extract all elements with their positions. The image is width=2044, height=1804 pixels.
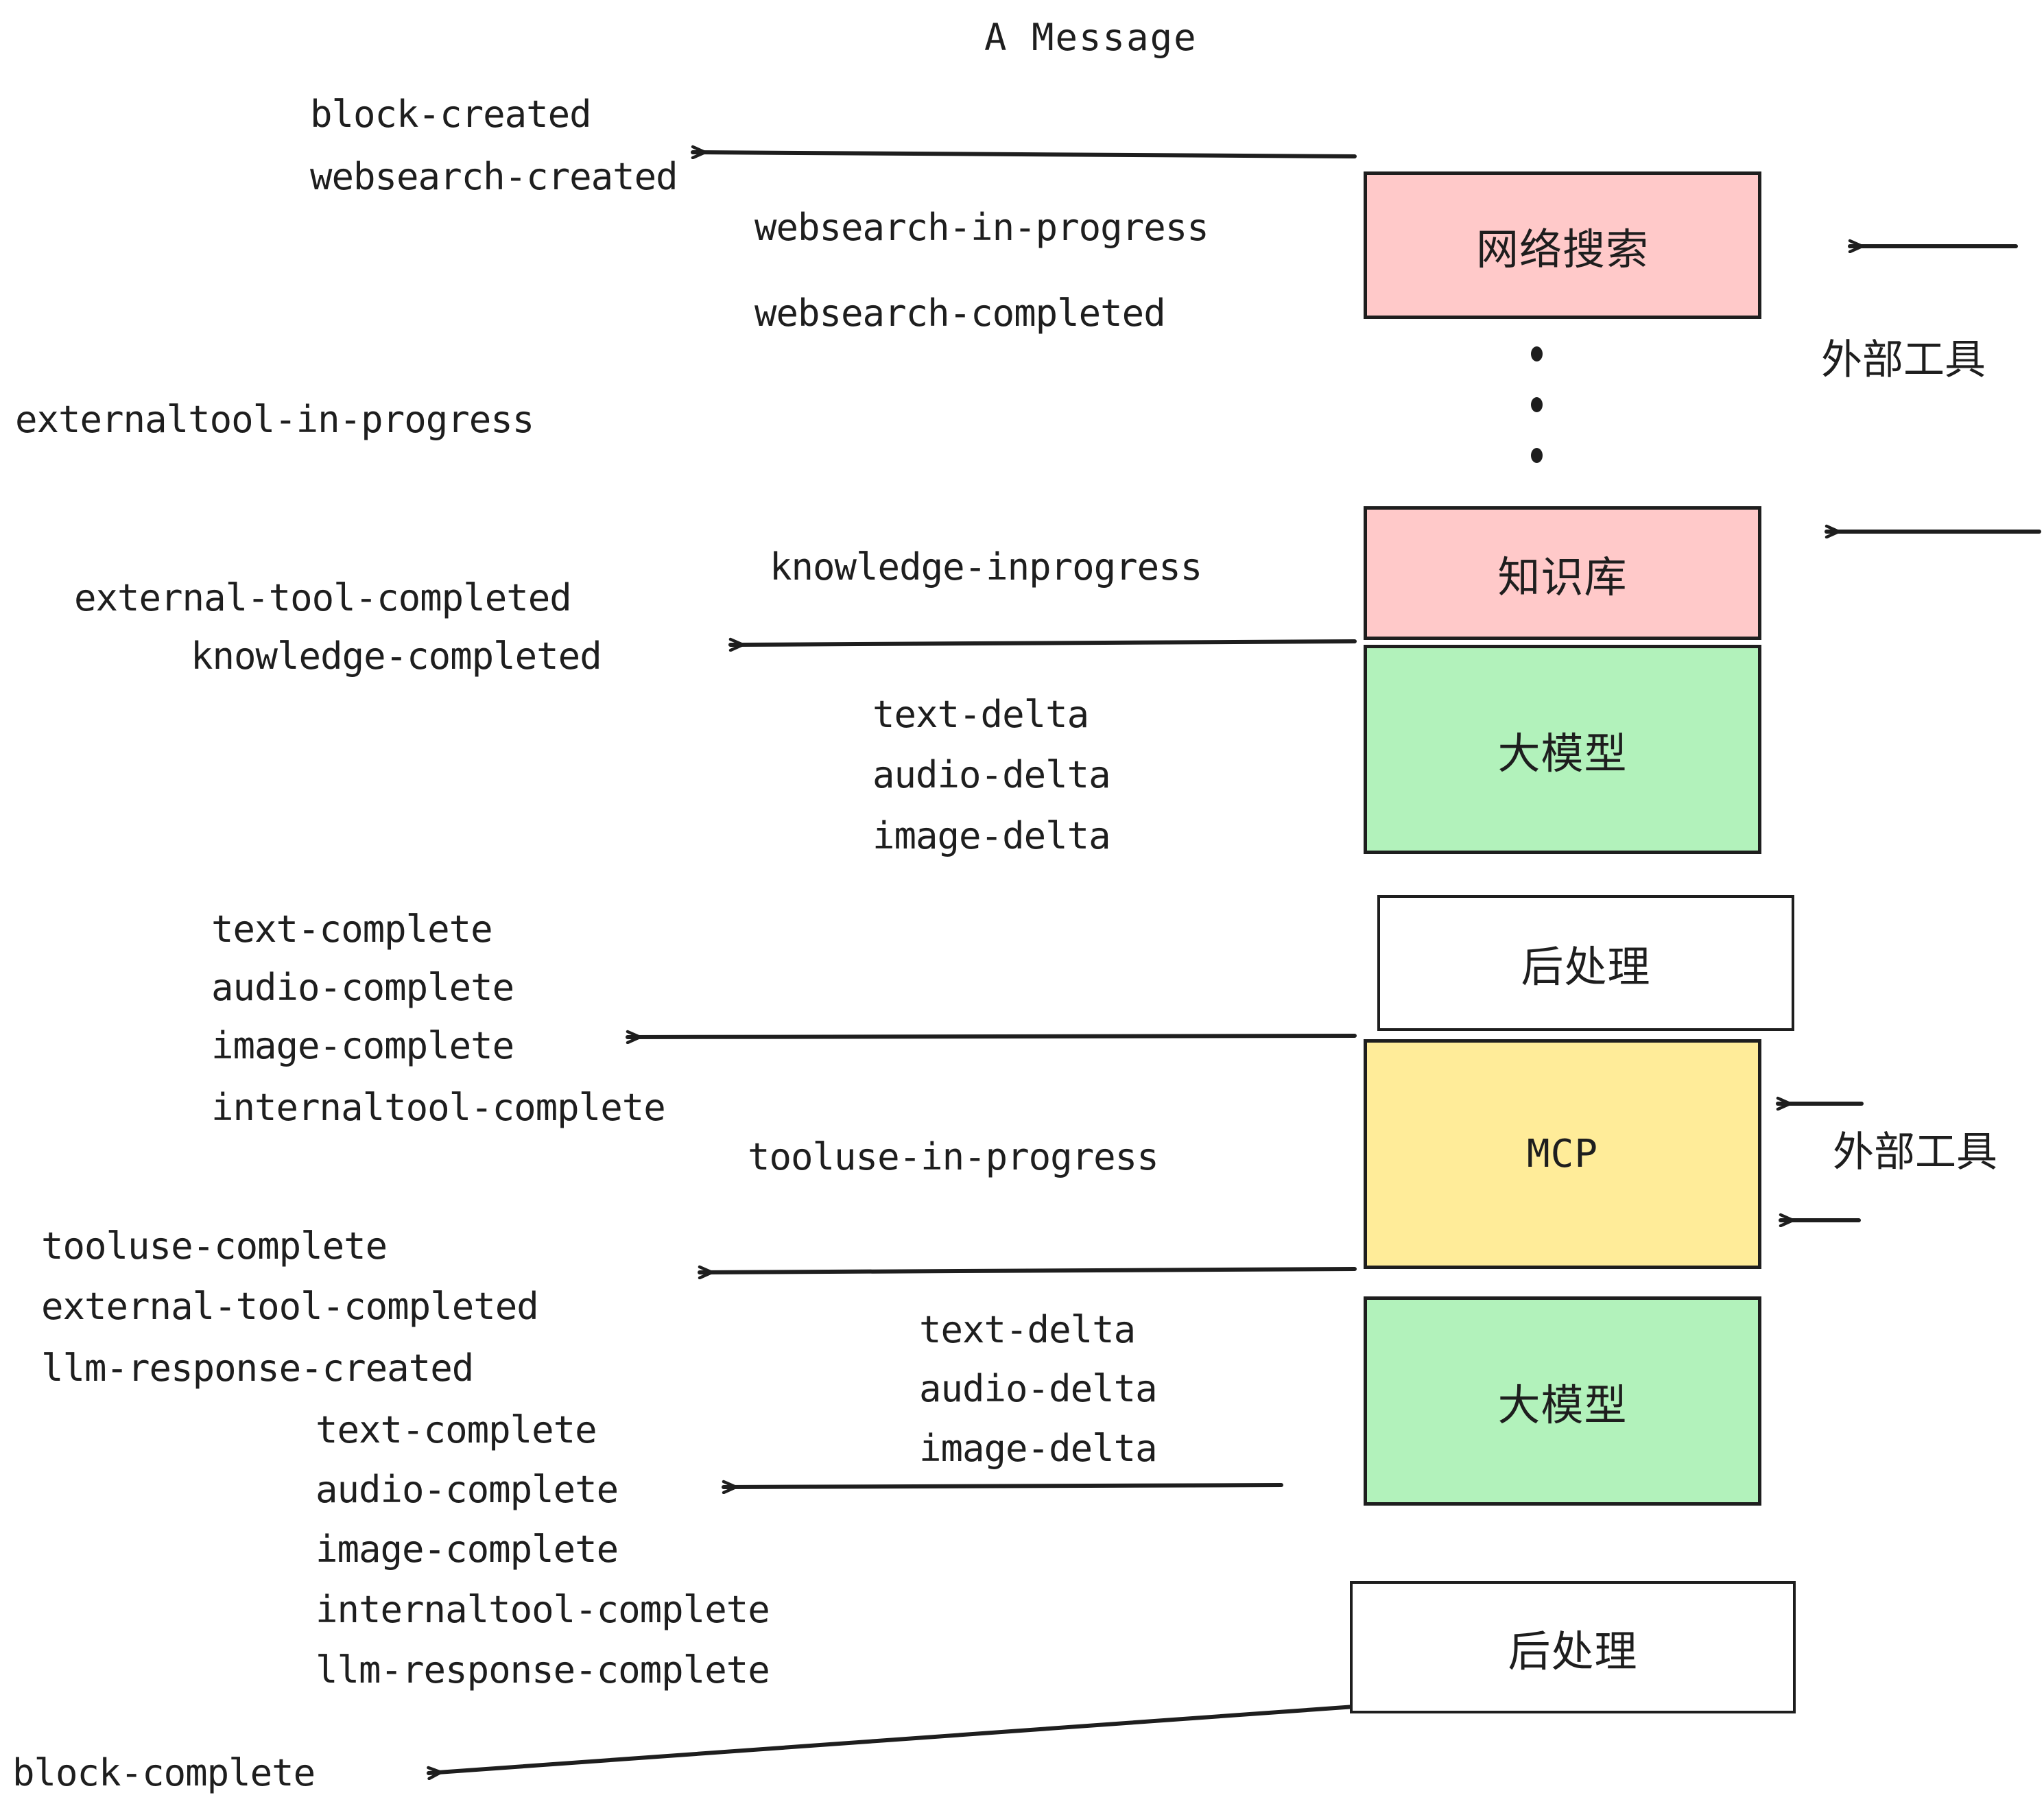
event-websearch-completed: websearch-completed: [754, 292, 1166, 335]
event-audio-complete-2: audio-complete: [316, 1468, 619, 1511]
node-postprocess-bottom[interactable]: 后处理: [1350, 1581, 1796, 1713]
event-llm-response-created: llm-response-created: [41, 1346, 474, 1390]
event-external-tool-completed-1: external-tool-completed: [74, 576, 572, 619]
event-text-delta-2: text-delta: [919, 1308, 1136, 1351]
event-internaltool-complete-1: internaltool-complete: [211, 1086, 666, 1129]
event-audio-delta-1: audio-delta: [872, 753, 1111, 796]
node-llm-top-label: 大模型: [1497, 728, 1628, 779]
annotation-external-tool-top: 外部工具: [1821, 336, 1986, 384]
event-image-delta-2: image-delta: [919, 1427, 1158, 1470]
node-llm-top[interactable]: 大模型: [1364, 645, 1761, 854]
ellipsis-dot: [1530, 397, 1543, 412]
diagram-title: A Message: [984, 16, 1198, 59]
node-llm-bottom-label: 大模型: [1497, 1379, 1628, 1430]
node-postprocess-top-label: 后处理: [1521, 942, 1651, 992]
node-postprocess-bottom-label: 后处理: [1508, 1626, 1638, 1676]
node-mcp-label: MCP: [1526, 1132, 1599, 1176]
arrow-postprocess-to-block-complete: [427, 1705, 1357, 1773]
event-websearch-in-progress: websearch-in-progress: [754, 206, 1209, 249]
node-websearch[interactable]: 网络搜索: [1364, 171, 1761, 319]
event-text-complete-1: text-complete: [211, 907, 493, 951]
arrow-mcp-to-tooluse-complete: [698, 1269, 1357, 1272]
node-knowledge-label: 知识库: [1497, 551, 1628, 602]
event-audio-complete-1: audio-complete: [211, 966, 514, 1009]
arrow-llm-to-audio-complete: [722, 1485, 1283, 1487]
event-image-delta-1: image-delta: [872, 814, 1111, 857]
event-internaltool-complete-2: internaltool-complete: [316, 1588, 770, 1631]
event-block-complete: block-complete: [12, 1751, 316, 1794]
event-llm-response-complete: llm-response-complete: [316, 1648, 770, 1692]
event-external-tool-completed-2: external-tool-completed: [41, 1285, 539, 1328]
event-knowledge-inprogress: knowledge-inprogress: [770, 545, 1202, 589]
node-mcp[interactable]: MCP: [1364, 1039, 1761, 1269]
event-externaltool-in-progress: externaltool-in-progress: [15, 398, 534, 441]
event-tooluse-complete: tooluse-complete: [41, 1224, 388, 1268]
node-llm-bottom[interactable]: 大模型: [1364, 1296, 1761, 1506]
vertical-ellipsis: [1530, 346, 1543, 463]
event-websearch-created: websearch-created: [310, 155, 678, 198]
ellipsis-dot: [1530, 346, 1543, 361]
node-websearch-label: 网络搜索: [1475, 224, 1649, 274]
node-knowledge[interactable]: 知识库: [1364, 506, 1761, 640]
arrow-knowledge-to-completed: [728, 641, 1357, 645]
event-image-complete-1: image-complete: [211, 1024, 514, 1067]
event-text-complete-2: text-complete: [316, 1408, 597, 1451]
arrow-websearch-to-block-created: [691, 152, 1357, 156]
event-knowledge-completed: knowledge-completed: [191, 634, 602, 678]
ellipsis-dot: [1530, 448, 1543, 463]
event-audio-delta-2: audio-delta: [919, 1367, 1158, 1410]
arrow-postprocess-to-image-complete: [626, 1036, 1357, 1037]
event-text-delta-1: text-delta: [872, 693, 1089, 736]
event-image-complete-2: image-complete: [316, 1528, 619, 1571]
event-tooluse-in-progress: tooluse-in-progress: [748, 1135, 1159, 1178]
node-postprocess-top[interactable]: 后处理: [1377, 895, 1794, 1031]
event-block-created: block-created: [310, 93, 592, 136]
annotation-external-tool-bottom: 外部工具: [1833, 1128, 1997, 1176]
